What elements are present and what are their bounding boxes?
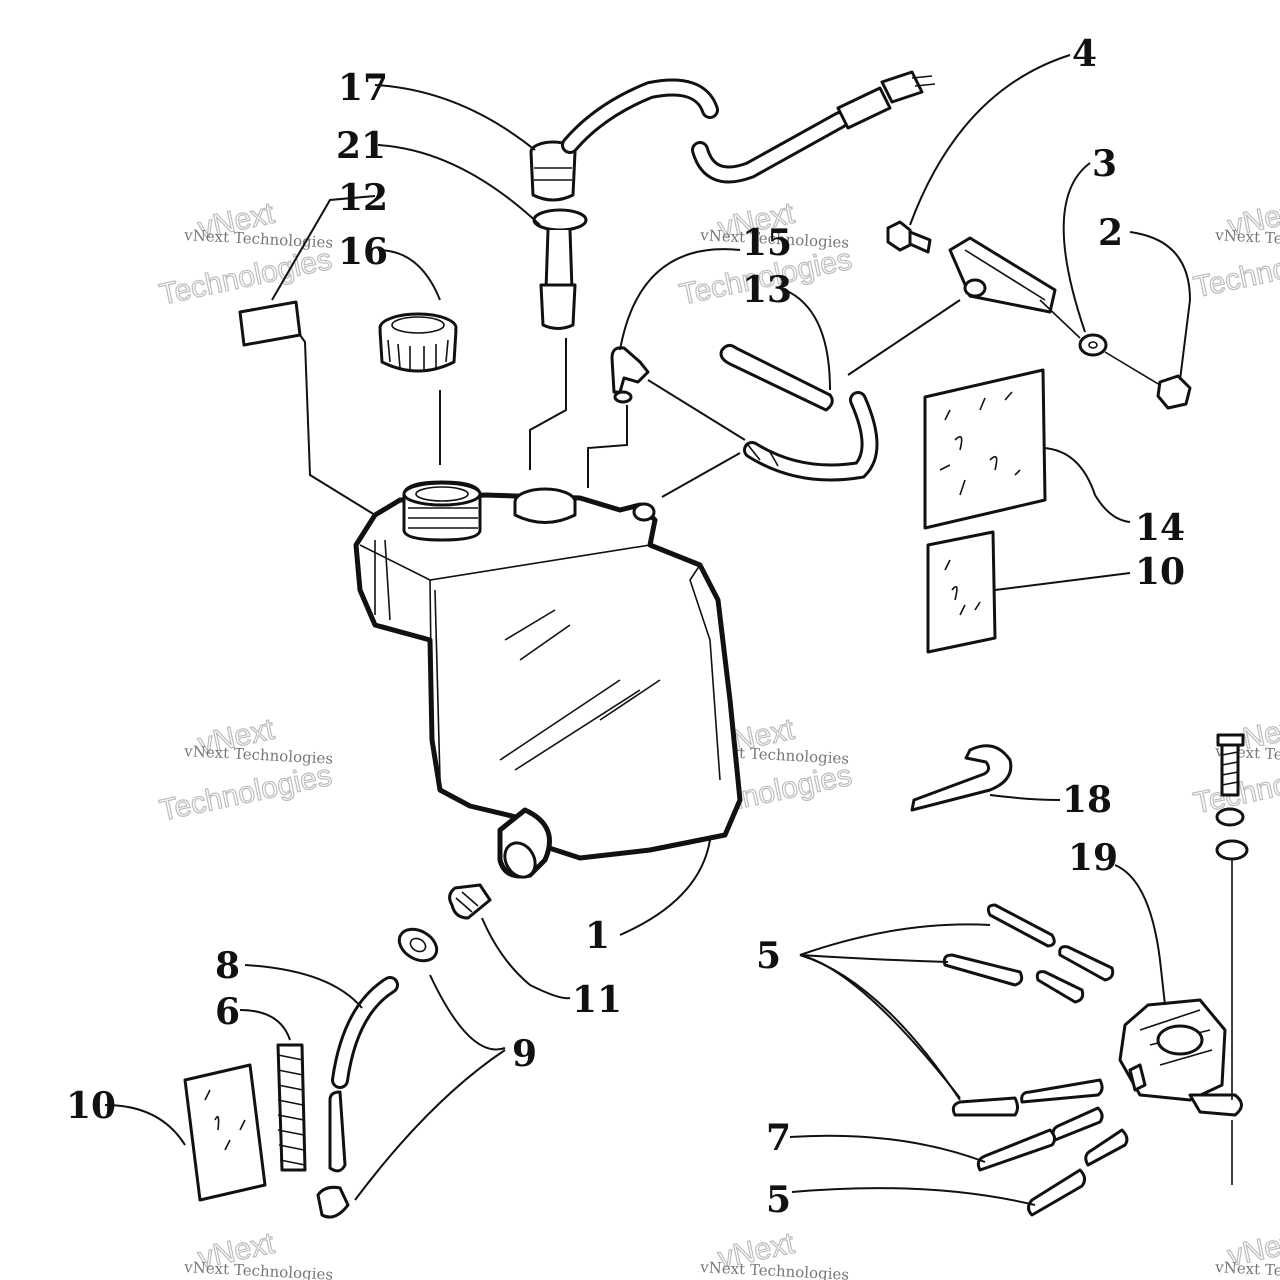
svg-text:vNext Technologies: vNext Technologies <box>1214 1258 1280 1280</box>
callout-16: 16 <box>338 231 388 273</box>
callout-7: 7 <box>766 1117 791 1159</box>
callout-14: 14 <box>1135 507 1185 549</box>
mounting-hardware <box>847 220 1192 410</box>
decal-small <box>238 300 376 516</box>
pump-hoses <box>789 903 1129 1217</box>
callout-21: 21 <box>336 125 386 167</box>
filler-cap <box>378 312 458 465</box>
svg-text:vNext Technologies: vNext Technologies <box>183 226 334 252</box>
callout-11: 11 <box>572 979 622 1021</box>
pump-fasteners <box>1215 733 1249 1185</box>
svg-text:vNext Technologies: vNext Technologies <box>183 1258 334 1280</box>
svg-text:vNext Technologies: vNext Technologies <box>699 1258 850 1280</box>
elbow-fitting <box>587 346 650 488</box>
callout-5-upper: 5 <box>756 935 781 977</box>
warning-decal-small <box>926 530 1131 654</box>
svg-text:Technologies: Technologies <box>157 243 335 312</box>
oil-hose <box>244 964 399 1173</box>
svg-text:vNext Technologies: vNext Technologies <box>183 742 334 768</box>
hose-clamp <box>910 744 1061 812</box>
watermark: vNext Technologies vNext Technologies <box>1190 194 1280 305</box>
callout-10-upper: 10 <box>1135 551 1185 593</box>
callout-12: 12 <box>338 177 388 219</box>
callout-9: 9 <box>512 1033 537 1075</box>
warning-decal-large <box>923 368 1131 530</box>
callout-1: 1 <box>585 915 610 957</box>
watermark: vNext vNext Technologies <box>699 1226 850 1280</box>
callout-4: 4 <box>1072 33 1097 75</box>
fuel-pump <box>1114 864 1243 1117</box>
leader-lines <box>271 54 1192 936</box>
callout-8: 8 <box>215 945 240 987</box>
callout-5-lower: 5 <box>766 1179 791 1221</box>
svg-text:vNext Technologies: vNext Technologies <box>1214 226 1280 252</box>
warning-decal-bottom <box>104 1063 267 1202</box>
callout-15: 15 <box>742 222 792 264</box>
callout-19: 19 <box>1068 837 1118 879</box>
svg-text:Technologies: Technologies <box>157 759 335 828</box>
callout-6: 6 <box>215 991 240 1033</box>
oil-level-sensor <box>529 70 936 470</box>
vent-hose <box>647 343 879 498</box>
watermark: vNext vNext Technologies <box>1214 1224 1280 1280</box>
oil-tank <box>353 480 743 879</box>
callout-10-lower: 10 <box>66 1085 116 1127</box>
callout-3: 3 <box>1092 143 1117 185</box>
callout-2: 2 <box>1098 212 1123 254</box>
callout-17: 17 <box>338 67 388 109</box>
watermark: vNext Technologies vNext Technologies <box>156 712 335 828</box>
rubber-grommet <box>316 927 506 1219</box>
outlet-fitting <box>448 883 571 1000</box>
callout-13: 13 <box>742 269 792 311</box>
callout-18: 18 <box>1062 779 1112 821</box>
watermark: vNext vNext Technologies <box>183 1226 334 1280</box>
oil-filter-spring <box>239 1009 307 1172</box>
callout-labels: 17 21 12 16 15 13 4 3 2 14 10 18 19 1 11… <box>66 33 1185 1221</box>
watermark: vNext Technologies vNext Technologies <box>156 196 335 312</box>
